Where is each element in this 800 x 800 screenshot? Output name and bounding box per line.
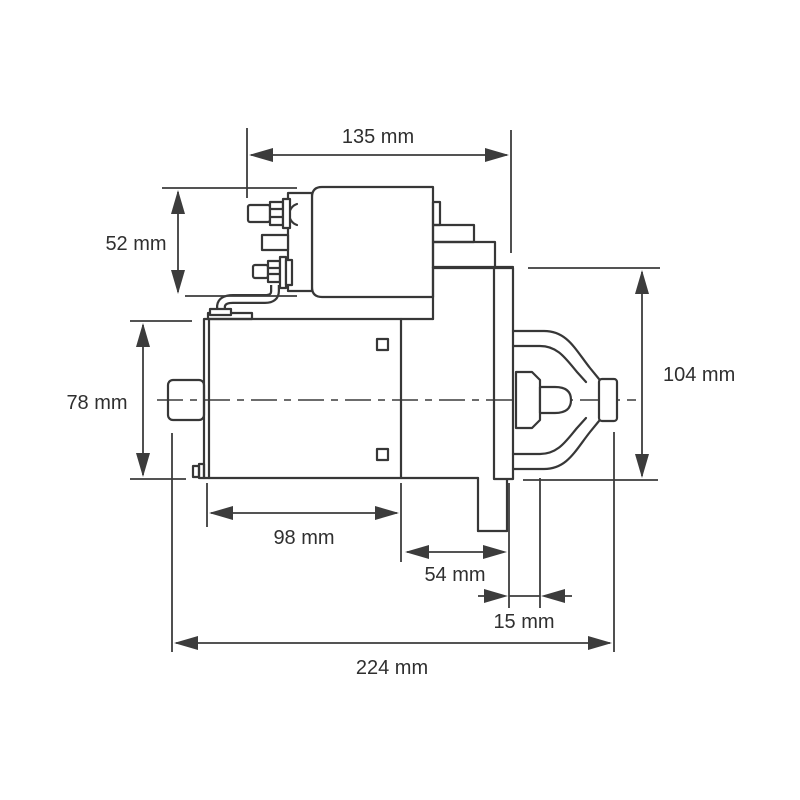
dimension-52mm: 52 mm (105, 187, 297, 297)
bell-outer-bottom (511, 419, 601, 471)
arrowhead-left (541, 589, 565, 603)
dimension-54mm: 54 mm (405, 483, 510, 608)
arrowhead-down (635, 454, 649, 478)
solenoid-body (310, 185, 435, 299)
mounting-flange (492, 266, 515, 481)
bell-inner-top (511, 344, 588, 384)
dimension-label-54mm: 54 mm (424, 564, 485, 586)
through-bolt-upper (375, 337, 390, 352)
dimension-label-98mm: 98 mm (273, 527, 334, 549)
drive-end (399, 265, 619, 533)
dimension-label-52mm: 52 mm (105, 233, 166, 255)
through-bolt-lower (375, 447, 390, 462)
bell-outer-top (511, 329, 601, 381)
dimension-label-135mm: 135 mm (342, 126, 414, 148)
wire-terminal-foot (208, 307, 233, 317)
solenoid-terminals (208, 191, 314, 317)
solenoid-rear-step-2 (431, 223, 476, 244)
lower-terminal-washer-2 (284, 258, 294, 287)
dimension-78mm: 78 mm (66, 320, 192, 480)
arrowhead-left (405, 545, 429, 559)
dimension-104mm: 104 mm (523, 267, 735, 481)
upper-terminal-nut (268, 200, 285, 227)
dimension-label-15mm: 15 mm (493, 611, 554, 633)
rear-shaft-boss (166, 378, 206, 422)
arrowhead-right (485, 148, 509, 162)
arrowhead-up (136, 323, 150, 347)
dimension-224mm: 224 mm (171, 432, 615, 679)
arrowhead-up (635, 270, 649, 294)
solenoid-rear-step-3 (431, 240, 497, 270)
dimension-98mm: 98 mm (206, 483, 402, 562)
lower-terminal-nut (266, 259, 282, 284)
dimension-label-224mm: 224 mm (356, 657, 428, 679)
dimension-label-78mm: 78 mm (66, 392, 127, 414)
arrowhead-up (171, 190, 185, 214)
arrowhead-right (588, 636, 612, 650)
dimension-15mm: 15 mm (478, 478, 572, 633)
drive-nose (597, 377, 619, 423)
upper-terminal-stud (246, 203, 272, 224)
arrowhead-right (483, 545, 507, 559)
arrowhead-down (136, 453, 150, 477)
motor-body-outline (202, 317, 403, 480)
dimension-135mm: 135 mm (246, 126, 512, 253)
arrowhead-right (375, 506, 399, 520)
arrowhead-left (174, 636, 198, 650)
solenoid-rear-step-1 (431, 200, 442, 227)
rear-bolt-washer (197, 462, 206, 480)
field-strap-wire-core (218, 285, 278, 310)
arrowhead-down (171, 270, 185, 294)
terminal-bracket-tab (260, 233, 290, 252)
upper-terminal-washer (281, 197, 292, 230)
pinion-gear (514, 370, 542, 430)
motor-body (166, 311, 435, 480)
pinion-shaft (538, 385, 573, 415)
bell-inner-bottom (511, 416, 588, 456)
arrowhead-right (484, 589, 508, 603)
arrowhead-left (249, 148, 273, 162)
dimension-label-104mm: 104 mm (663, 364, 735, 386)
solenoid (310, 185, 497, 321)
lower-terminal-stud (251, 263, 270, 280)
arrowhead-left (209, 506, 233, 520)
